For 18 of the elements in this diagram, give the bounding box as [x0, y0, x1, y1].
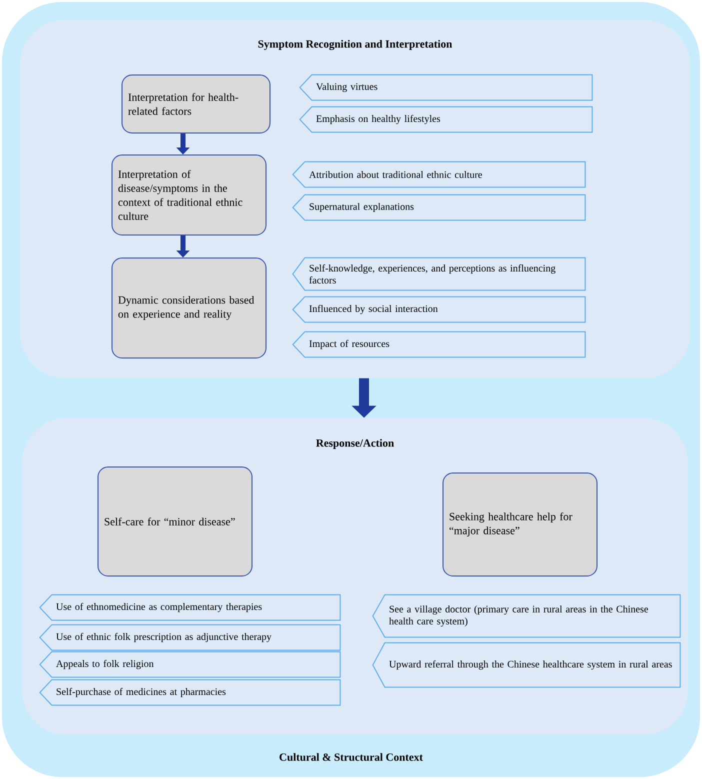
tag-box: Supernatural explanations — [292, 194, 586, 221]
tag-box: Emphasis on healthy lifestyles — [299, 106, 593, 133]
process-box: Interpretation of disease/symptoms in the context of traditional ethnic culture — [112, 154, 266, 236]
tag-box: Appeals to folk religion — [39, 651, 341, 678]
tag-box: Self-purchase of medicines at pharmacies — [39, 679, 341, 706]
tag-box: Self-knowledge, experiences, and perceptions as influencing factors — [292, 257, 586, 291]
process-box: Interpretation for health-related factors — [122, 74, 270, 134]
tag-box: Valuing virtues — [299, 74, 593, 101]
tag-box: Impact of resources — [292, 331, 586, 358]
process-box: Self-care for “minor disease” — [98, 466, 252, 576]
process-box: Dynamic considerations based on experience and reality — [112, 258, 266, 358]
process-box: Seeking healthcare help for “major disease” — [442, 472, 598, 576]
tag-box: Attribution about traditional ethnic culture — [292, 161, 586, 188]
tag-box: Use of ethnic folk prescription as adjunctive therapy — [39, 624, 341, 651]
tag-box: Influenced by social interaction — [292, 296, 586, 323]
tag-box: See a village doctor (primary care in rural areas in the Chinese health care system) — [372, 594, 681, 638]
tag-box: Use of ethnomedicine as complementary therapies — [39, 594, 341, 621]
tag-box: Upward referral through the Chinese healthcare system in rural areas — [372, 642, 681, 688]
